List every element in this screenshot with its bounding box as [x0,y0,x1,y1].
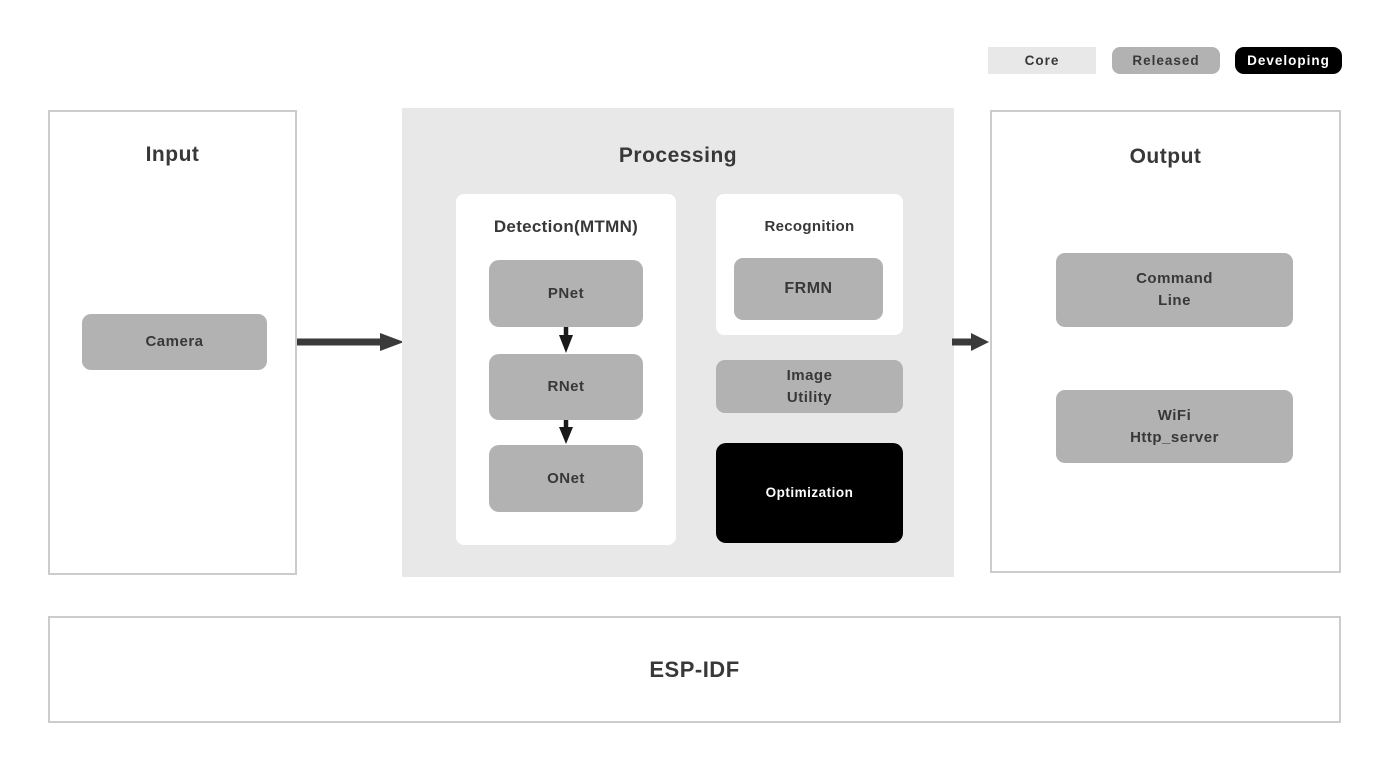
processing-to-output-arrow-icon [952,333,989,351]
legend-item-core: Core [988,47,1096,74]
frmn-module: FRMN [734,258,883,320]
pnet-module: PNet [489,260,643,327]
camera-module: Camera [82,314,267,370]
detection-group-title: Detection(MTMN) [493,217,639,236]
pnet-to-rnet-arrow-icon [559,327,573,353]
rnet-to-onet-arrow-icon [559,420,573,444]
output-panel: Output Command Line WiFi Http_server [990,110,1341,573]
input-panel-title: Input [145,143,200,166]
legend-item-developing: Developing [1235,47,1342,74]
input-to-processing-arrow-icon [297,333,404,351]
output-panel-title: Output [1129,145,1202,168]
onet-module: ONet [489,445,643,512]
esp-idf-panel: ESP-IDF [48,616,1341,723]
recognition-group-title: Recognition [764,218,855,235]
legend-item-released: Released [1112,47,1220,74]
esp-idf-title: ESP-IDF [649,656,740,682]
input-panel: Input Camera [48,110,297,575]
image-utility-module: Image Utility [716,360,903,413]
command-line-module: Command Line [1056,253,1293,327]
wifi-http-server-module: WiFi Http_server [1056,390,1293,463]
processing-panel-title: Processing [618,144,738,167]
optimization-module: Optimization [716,443,903,543]
detection-group: Detection(MTMN) PNet RNet ONet [456,194,676,545]
processing-panel: Processing Detection(MTMN) PNet RNet ONe… [402,108,954,577]
recognition-group: Recognition FRMN [716,194,903,335]
rnet-module: RNet [489,354,643,420]
